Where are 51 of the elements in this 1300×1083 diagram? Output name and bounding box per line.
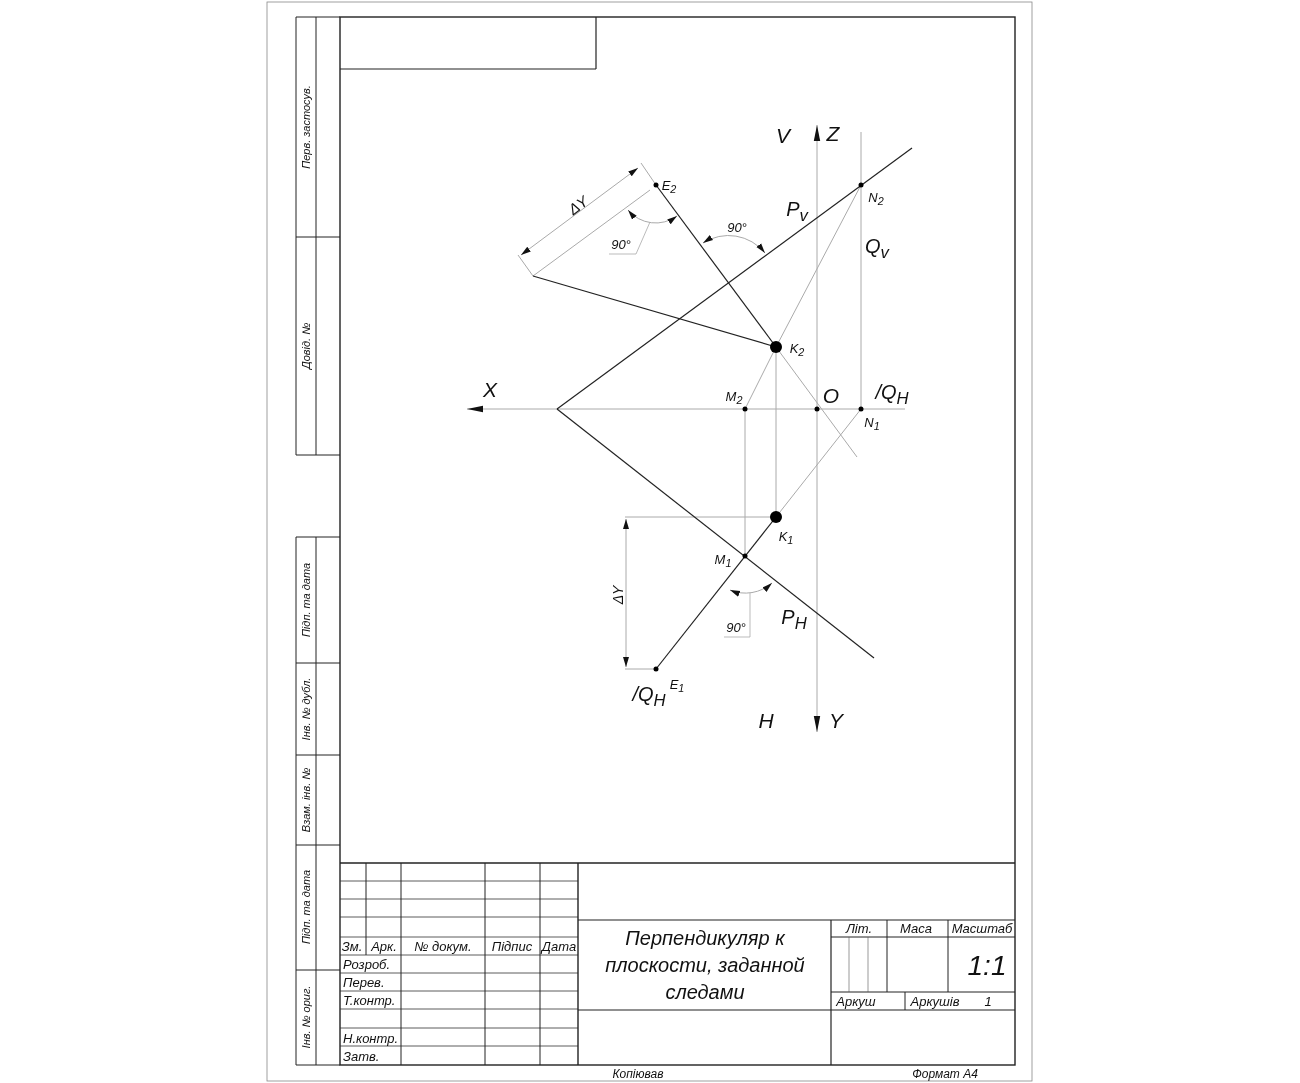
axis-label: Y: [829, 709, 843, 731]
sheet-count: 1: [984, 994, 992, 1008]
stamp-field-label: Підп. та дата: [300, 562, 312, 638]
projection-plane-label: H: [758, 709, 774, 731]
footer-note: Формат A4: [912, 1068, 978, 1080]
plane-trace-label: /Q$_{H}$: [875, 382, 909, 408]
column-header: Дата: [541, 939, 577, 953]
point-label: K$_{2}$: [789, 341, 805, 359]
column-header: Підпис: [491, 939, 533, 953]
column-header: Масштаб: [951, 921, 1013, 935]
projection-plane-label: V: [776, 124, 790, 146]
stamp-field-label: Інв. № дубл.: [300, 677, 312, 741]
column-header: Літ.: [845, 921, 873, 935]
stamp-field-label: Перв. застосув.: [300, 85, 312, 169]
angle-label: 90°: [726, 620, 746, 634]
point-label: E$_{1}$: [669, 677, 685, 695]
row-label: Н.контр.: [343, 1031, 399, 1045]
row-label: Затв.: [343, 1049, 380, 1063]
stamp-field-label: Довід. №: [300, 322, 312, 370]
plane-trace-label: Q$_{v}$: [865, 236, 889, 262]
column-header: Маса: [900, 921, 932, 935]
column-header: Арк.: [371, 939, 397, 953]
angle-label: 90°: [611, 237, 631, 251]
footer-note: Копіював: [612, 1068, 664, 1080]
axis-label: X: [483, 378, 497, 400]
stamp-field-label: Взам. інв. №: [300, 767, 312, 833]
plane-trace-label: P$_{H}$: [781, 607, 807, 633]
dimension-label: ΔY: [611, 585, 625, 605]
point-label: N$_{1}$: [864, 415, 880, 433]
axis-label: Z: [826, 122, 840, 144]
plane-trace-label: P$_{v}$: [786, 199, 808, 225]
scale-value: 1:1: [967, 952, 1007, 980]
stamp-field-label: Підп. та дата: [300, 869, 312, 945]
row-label: Перев.: [343, 975, 385, 989]
column-header: Аркуш: [836, 994, 876, 1008]
point-label: N$_{2}$: [868, 190, 884, 208]
dimension-label: ΔY: [565, 192, 591, 218]
point-label: E$_{2}$: [661, 178, 677, 196]
point-label: M$_{2}$: [725, 389, 743, 407]
drawing-title: Перпендикуляр к плоскости, заданной следами: [604, 925, 806, 1005]
column-header: Аркушів: [910, 994, 960, 1008]
row-label: Розроб.: [343, 957, 391, 971]
point-label: K$_{1}$: [778, 529, 794, 547]
point-label: M$_{1}$: [714, 552, 732, 570]
row-label: Т.контр.: [343, 993, 396, 1007]
plane-trace-label: /Q$_{H}$: [632, 684, 666, 710]
stamp-field-label: Інв. № ориг.: [300, 985, 312, 1049]
origin-label: O: [822, 384, 840, 406]
column-header: Зм.: [341, 939, 363, 953]
column-header: № докум.: [414, 939, 472, 953]
angle-label: 90°: [727, 220, 747, 234]
